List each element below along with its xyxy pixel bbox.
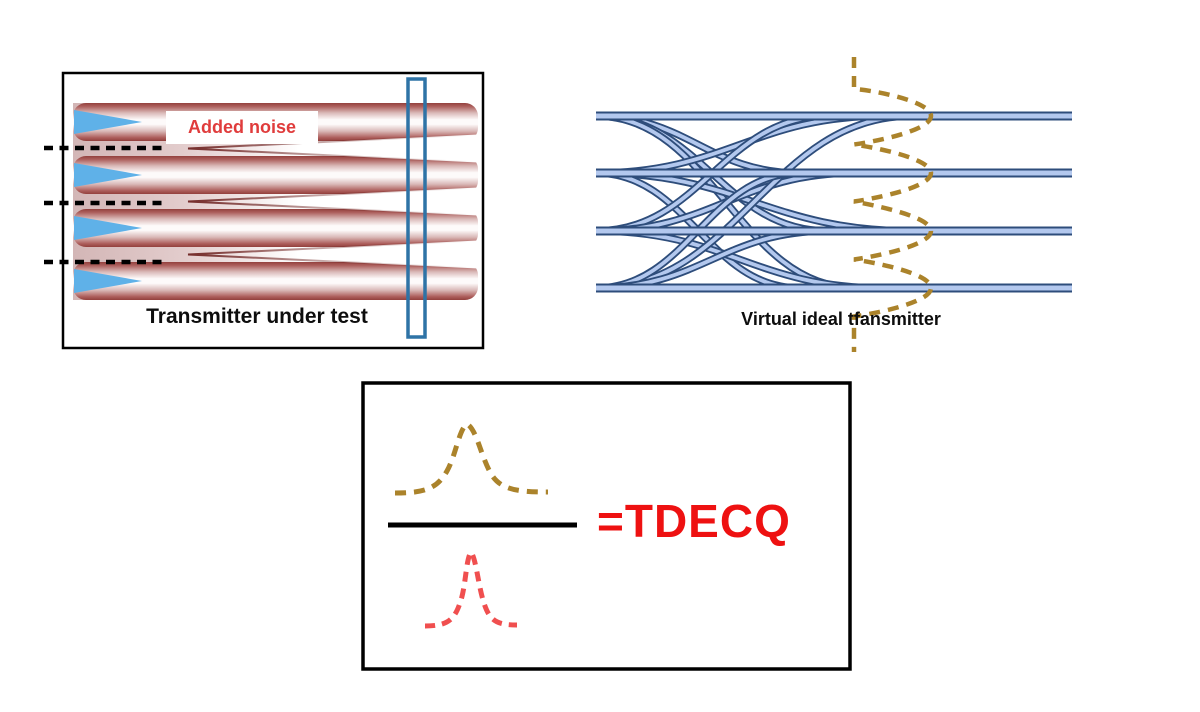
eye-opening-wedge: [187, 239, 479, 270]
noise-arrow-icon: [74, 110, 142, 134]
pam-level-band: [73, 209, 478, 247]
ideal-eye-traces: [595, 111, 1072, 293]
pam-level-band: [73, 262, 478, 300]
sampling-window-rect: [406, 77, 427, 339]
right-panel-caption: Virtual ideal tfansmitter: [741, 309, 941, 329]
added-noise-text: Added noise: [187, 117, 296, 137]
measured-histogram-bell: [424, 547, 518, 629]
eye-opening-wedge: [187, 133, 479, 164]
virtual-ideal-transmitter-panel: [595, 57, 1072, 352]
pam-level-band: [73, 156, 478, 194]
noise-arrow-icon: [74, 269, 142, 293]
noise-arrow-icon: [74, 163, 142, 187]
level-histogram-curve: [851, 57, 934, 352]
eye-opening-wedge: [187, 186, 479, 217]
tdecq-formula-panel: [361, 381, 852, 671]
left-panel-caption: Transmitter under test: [146, 305, 368, 328]
tdecq-result-label: =TDECQ: [597, 495, 791, 547]
added-noise-label: Added noise: [166, 111, 318, 144]
noise-arrow-icon: [74, 216, 142, 240]
ideal-histogram-bell: [394, 421, 549, 496]
